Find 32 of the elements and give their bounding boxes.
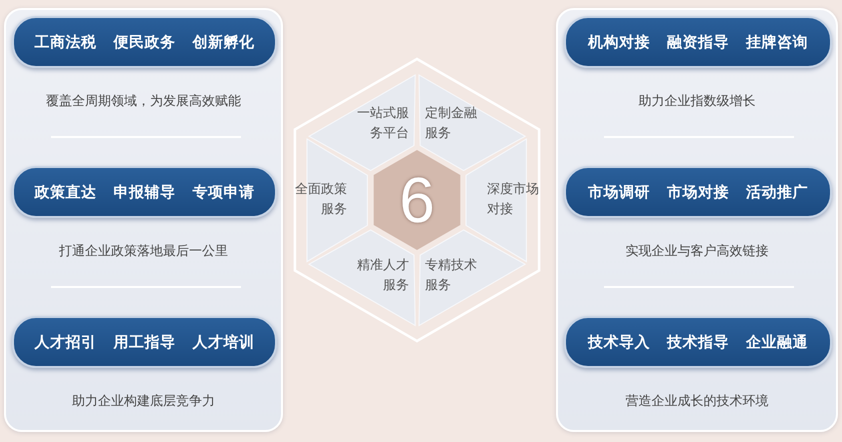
service-segment	[309, 74, 416, 170]
card-background	[556, 8, 838, 432]
description-text: 营造企业成长的技术环境	[624, 393, 770, 410]
card-background	[4, 8, 283, 432]
header-pill	[12, 316, 277, 368]
description-text: 助力企业指数级增长	[638, 93, 756, 110]
segment-label: 一站式服务平台	[356, 104, 409, 143]
header-text: 工商法税 便民政务 创新孵化	[34, 32, 255, 52]
header-text: 机构对接 融资指导 挂牌咨询	[588, 32, 808, 52]
header-pill	[564, 16, 832, 68]
description-text: 助力企业构建底层竞争力	[71, 393, 216, 410]
header-pill	[564, 316, 832, 368]
header-pill	[12, 166, 277, 218]
header-text: 人才招引 用工指导 人才培训	[34, 332, 255, 352]
service-segment	[418, 230, 525, 326]
description-text: 打通企业政策落地最后一公里	[58, 243, 229, 260]
segment-label: 定制金融服务	[424, 104, 478, 143]
description-text: 覆盖全周期领域，为发展高效赋能	[45, 93, 242, 110]
service-segment	[418, 74, 525, 170]
header-text: 技术导入 技术指导 企业融通	[588, 332, 808, 352]
segment-label: 专精技术服务	[424, 257, 478, 296]
header-pill	[12, 16, 277, 68]
service-segment	[309, 230, 416, 326]
header-text: 市场调研 市场对接 活动推广	[588, 182, 808, 202]
segment-label: 全面政策服务	[294, 180, 347, 219]
description-text: 实现企业与客户高效链接	[624, 243, 770, 260]
segment-label: 深度市场对接	[486, 180, 540, 219]
header-text: 政策直达 申报辅导 专项申请	[34, 182, 255, 202]
header-pill	[564, 166, 832, 218]
center-number: 6	[398, 163, 436, 238]
hexagon-frame	[292, 57, 542, 343]
segment-label: 精准人才服务	[356, 257, 409, 296]
